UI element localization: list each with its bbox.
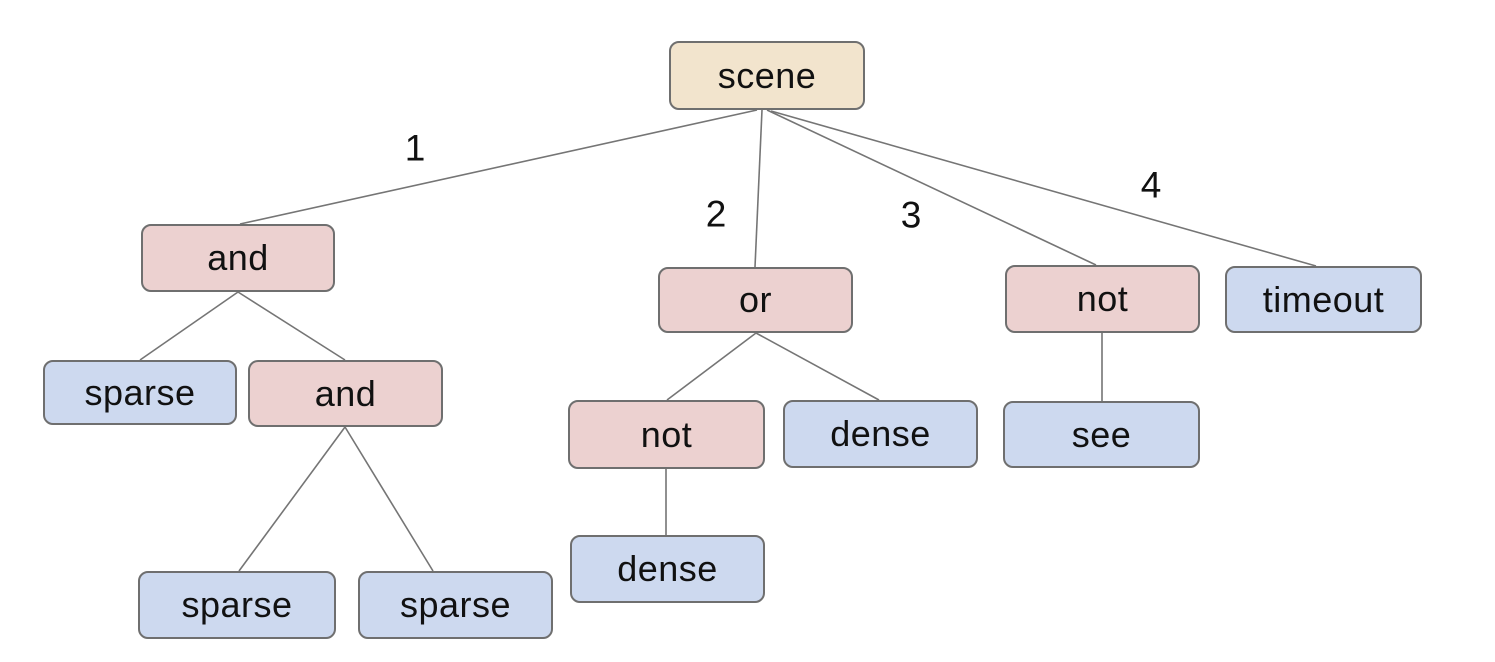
node-not-1: not — [1005, 265, 1200, 333]
node-see-1: see — [1003, 401, 1200, 468]
edge-scene-not1 — [766, 109, 1097, 266]
node-timeout-1: timeout — [1225, 266, 1422, 333]
edge-scene-timeout — [770, 110, 1317, 267]
edge-and2-sparse3 — [344, 426, 434, 572]
edge-label-3: 3 — [900, 194, 922, 236]
edge-or-not2 — [666, 332, 757, 401]
node-scene: scene — [669, 41, 865, 110]
edge-scene-or — [754, 109, 763, 268]
node-not-2: not — [568, 400, 765, 469]
node-dense-2: dense — [570, 535, 765, 603]
edge-label-1: 1 — [404, 127, 426, 169]
node-sparse-2: sparse — [138, 571, 336, 639]
node-sparse-3: sparse — [358, 571, 553, 639]
edge-label-2: 2 — [705, 193, 727, 235]
edge-or-dense1 — [755, 332, 880, 401]
node-and-2: and — [248, 360, 443, 427]
edge-and1-and2 — [237, 291, 346, 361]
edge-scene-and1 — [239, 109, 758, 225]
node-sparse-1: sparse — [43, 360, 237, 425]
edge-and1-sparse1 — [139, 291, 239, 361]
node-and-1: and — [141, 224, 335, 292]
edge-and2-sparse2 — [238, 426, 346, 572]
node-dense-1: dense — [783, 400, 978, 468]
edge-label-4: 4 — [1140, 164, 1162, 206]
node-or-1: or — [658, 267, 853, 333]
